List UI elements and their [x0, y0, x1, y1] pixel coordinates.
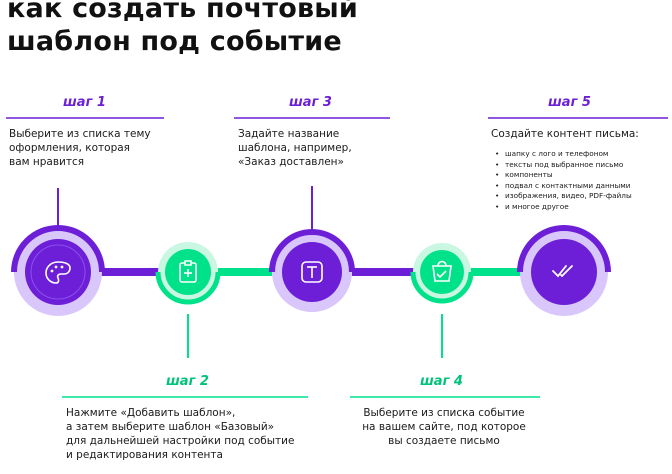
step-5-description: Создайте контент письма: [491, 127, 639, 141]
step-3-line-1: Задайте название [238, 128, 340, 140]
step-5-line-1: Создайте контент письма: [491, 128, 639, 140]
step-2-line-4: и редактирования контента [66, 449, 223, 461]
step-1-line-2: оформления, которая [9, 142, 130, 154]
list-item: и многое другое [495, 202, 632, 213]
step-2-line-3: для дальнейшей настройки под событие [66, 435, 295, 447]
step-3-description: Задайте название шаблона, например, «Зак… [238, 127, 352, 169]
step-2-description: Нажмите «Добавить шаблон», а затем выбер… [66, 406, 294, 462]
step-4-description: Выберите из списка событие на вашем сайт… [352, 406, 536, 448]
add-template-icon [179, 260, 197, 283]
list-item: шапку с лого и телефоном [495, 149, 632, 160]
step-4-line-3: вы создаете письмо [388, 435, 500, 447]
step-1-line-3: вам нравится [9, 156, 85, 168]
step-3-label: шаг 3 [289, 95, 332, 110]
step-2-line-2: а затем выберите шаблон «Базовый» [66, 421, 275, 433]
step-1-line-1: Выберите из списка тему [9, 128, 151, 140]
list-item: компоненты [495, 170, 632, 181]
step-4-label: шаг 4 [420, 374, 463, 389]
step-1-label: шаг 1 [63, 95, 106, 110]
step-3-line-2: шаблона, например, [238, 142, 352, 154]
title-line-2: шаблон под событие [7, 26, 342, 57]
step-5-bullet-list: шапку с лого и телефоном тексты под выбр… [495, 149, 632, 212]
step-4-node [410, 243, 474, 304]
title-line-1: как создать почтовый [7, 0, 359, 24]
step-5-label: шаг 5 [548, 95, 591, 110]
page-title: как создать почтовый шаблон под событие [7, 0, 358, 58]
palette-icon [45, 261, 71, 284]
step-1-node [11, 225, 105, 316]
step-4-line-1: Выберите из списка событие [363, 407, 525, 419]
step-1-description: Выберите из списка тему оформления, кото… [9, 127, 151, 169]
step-4-line-2: на вашем сайте, под которое [362, 421, 526, 433]
text-icon [301, 261, 323, 283]
step-3-line-3: «Заказ доставлен» [238, 156, 344, 168]
list-item: тексты под выбранное письмо [495, 160, 632, 171]
step-3-node [269, 229, 355, 312]
double-check-icon [552, 265, 573, 278]
step-5-node [517, 225, 611, 316]
step-2-line-1: Нажмите «Добавить шаблон», [66, 407, 236, 419]
step-2-node [155, 242, 221, 305]
step-2-label: шаг 2 [166, 374, 209, 389]
shopping-bag-check-icon [432, 260, 452, 282]
list-item: изображения, видео, PDF-файлы [495, 191, 632, 202]
list-item: подвал с контактными данными [495, 181, 632, 192]
